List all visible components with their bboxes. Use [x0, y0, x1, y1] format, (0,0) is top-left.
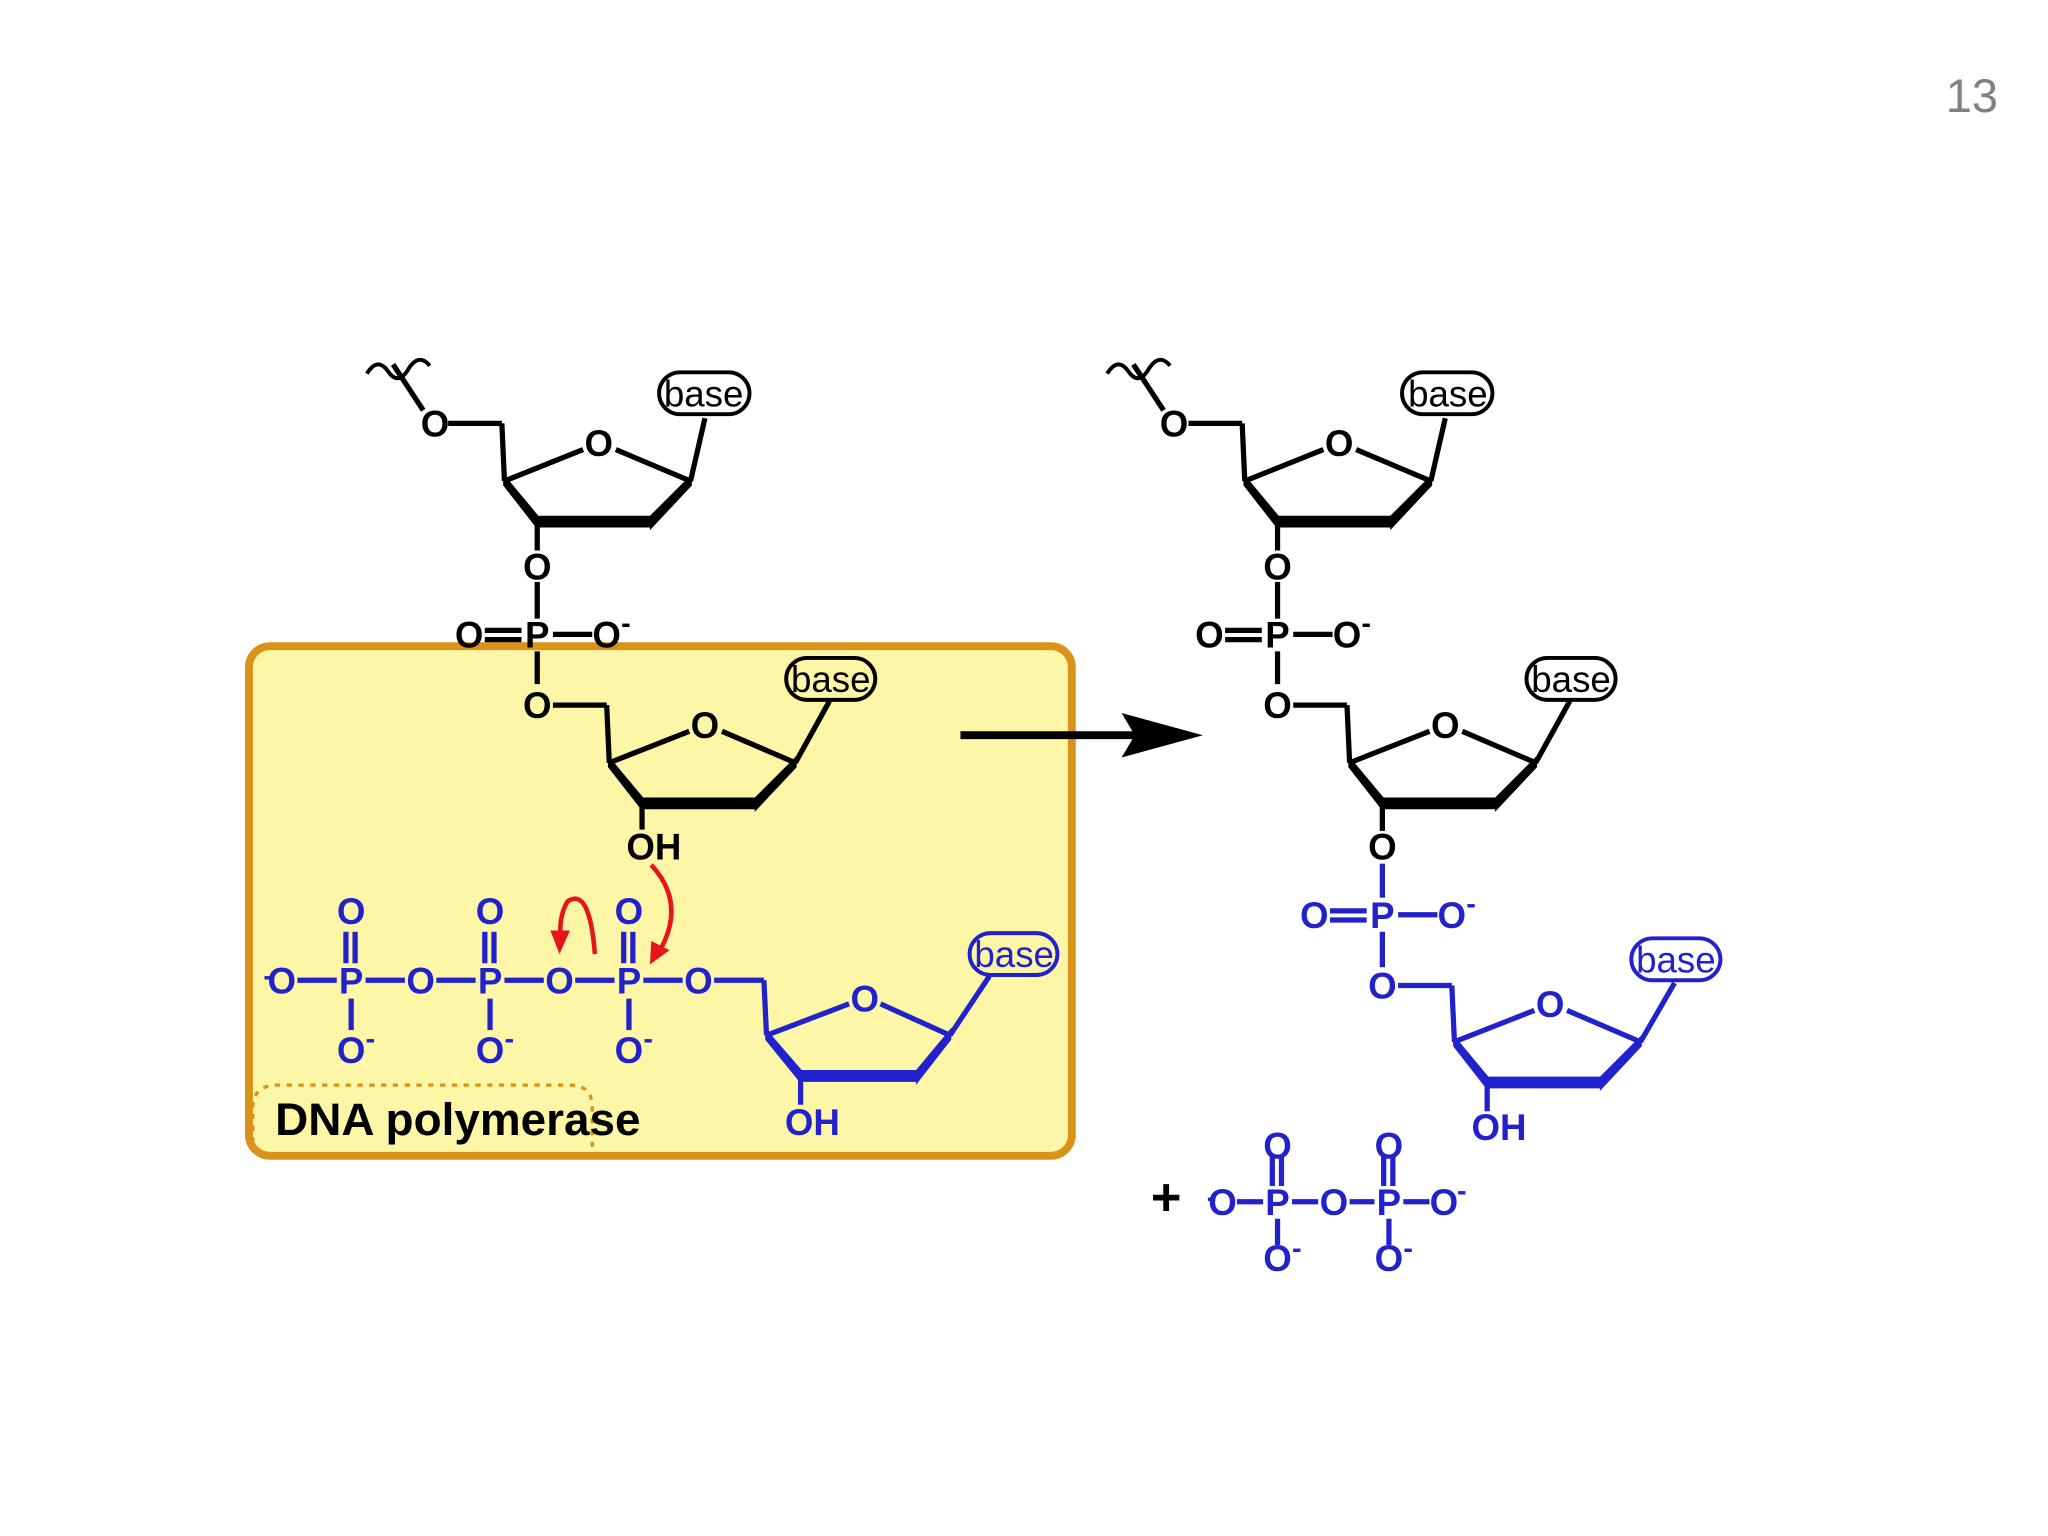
atom-o: O: [1263, 1125, 1292, 1166]
atom-p: P: [1377, 1182, 1401, 1223]
right-upper-nucleotide: [1105, 357, 1495, 685]
leaving-group-arrowhead: [550, 930, 570, 955]
charge-minus: -: [366, 1023, 376, 1055]
atom-o: O: [476, 891, 505, 932]
charge-minus: -: [1207, 1182, 1217, 1214]
atom-p: P: [339, 960, 363, 1001]
atom-o: O: [1160, 403, 1189, 444]
atom-o: O: [523, 546, 552, 587]
enzyme-label-outline: [251, 1083, 594, 1156]
atom-o: O: [1320, 1182, 1349, 1223]
atom-o: O: [523, 685, 552, 726]
atom-p: P: [525, 614, 549, 655]
atom-o: O: [851, 979, 880, 1020]
atom-o: O: [267, 960, 296, 1001]
nucleophilic-attack-arrow: [649, 863, 674, 956]
atom-o: O: [1325, 423, 1354, 464]
base-label: base: [1531, 659, 1611, 700]
base-label: base: [974, 934, 1054, 975]
atom-o: O: [1208, 1182, 1237, 1223]
charge-minus: -: [263, 961, 273, 993]
charge-minus: -: [621, 608, 631, 640]
mechanism-arrows: [550, 863, 674, 965]
left-upper-nucleotide: [365, 357, 752, 685]
plus-sign: +: [1151, 1169, 1182, 1227]
atom-o: O: [615, 891, 644, 932]
charge-minus: -: [1466, 888, 1476, 920]
atom-o: O: [476, 1030, 505, 1071]
atom-o: O: [421, 403, 450, 444]
atom-o: O: [1368, 966, 1397, 1007]
atom-o: O: [1431, 705, 1460, 746]
atom-o: O: [406, 960, 435, 1001]
atom-o: O: [684, 960, 713, 1001]
atom-o: O: [545, 960, 574, 1001]
atom-o: O: [691, 705, 720, 746]
base-label: base: [664, 373, 744, 414]
atom-o: O: [592, 614, 621, 655]
atom-o: O: [1300, 895, 1329, 936]
atom-p: P: [478, 960, 502, 1001]
left-primer-nucleotide: [552, 655, 878, 830]
charge-minus: -: [1292, 1233, 1302, 1265]
atom-o: O: [1368, 827, 1397, 868]
charge-minus: -: [643, 1023, 653, 1055]
atom-o: O: [1438, 895, 1467, 936]
charge-minus: -: [504, 1023, 514, 1055]
atom-o: O: [1536, 984, 1565, 1025]
base-label: base: [1408, 373, 1488, 414]
atom-o: O: [1263, 685, 1292, 726]
base-label: base: [791, 659, 871, 700]
incoming-dntp: [297, 931, 1060, 1105]
atom-o: O: [337, 891, 366, 932]
slide-number: 13: [1945, 69, 1998, 122]
atom-o: O: [1375, 1238, 1404, 1279]
nucleophilic-attack-arrowhead: [649, 940, 670, 965]
atom-o: O: [1195, 614, 1224, 655]
atom-o: O: [1430, 1182, 1459, 1223]
atom-oh: OH: [785, 1102, 840, 1143]
atom-o: O: [455, 614, 484, 655]
atom-p: P: [1265, 1182, 1289, 1223]
right-new-nucleotide: [1329, 863, 1723, 1112]
atom-o: O: [1333, 614, 1362, 655]
atom-o: O: [337, 1030, 366, 1071]
enzyme-label: DNA polymerase: [275, 1093, 640, 1145]
pyrophosphate: [1236, 1155, 1430, 1245]
base-label: base: [1636, 939, 1716, 980]
atom-o: O: [585, 423, 614, 464]
charge-minus: -: [1457, 1175, 1467, 1207]
atom-p: P: [617, 960, 641, 1001]
atom-oh: OH: [626, 827, 681, 868]
atom-o: O: [1263, 546, 1292, 587]
charge-minus: -: [1403, 1233, 1413, 1265]
atom-p: P: [1265, 614, 1289, 655]
atom-o: O: [1375, 1125, 1404, 1166]
atom-o: O: [615, 1030, 644, 1071]
leaving-group-arrow: [557, 896, 598, 955]
atom-o: O: [1263, 1238, 1292, 1279]
atom-oh: OH: [1471, 1107, 1526, 1148]
reaction-arrow: [960, 712, 1203, 758]
charge-minus: -: [1361, 608, 1371, 640]
enzyme-box: [245, 642, 1076, 1160]
right-middle-nucleotide: [1293, 655, 1618, 831]
atom-p: P: [1370, 895, 1394, 936]
